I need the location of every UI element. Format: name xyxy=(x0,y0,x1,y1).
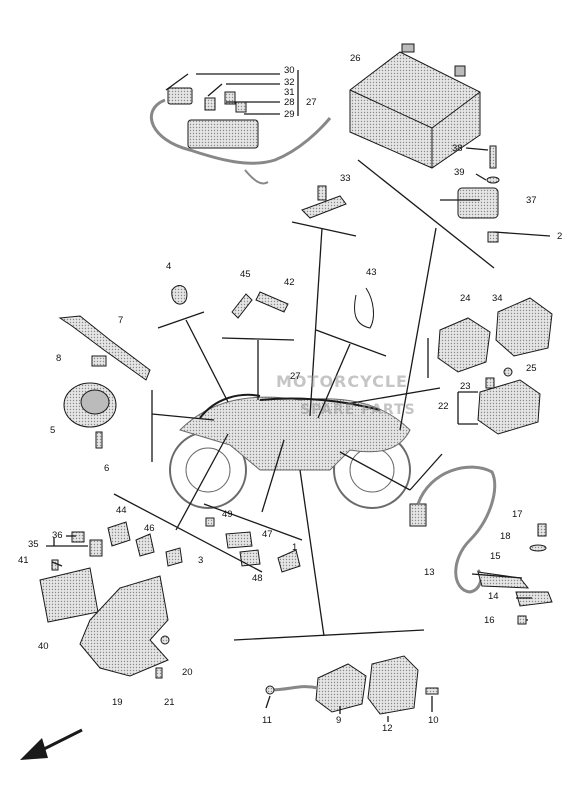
abs-unit-22-part xyxy=(477,367,541,435)
callout-31: 31 xyxy=(284,87,295,98)
callout-6: 6 xyxy=(104,463,110,474)
callout-21: 21 xyxy=(164,697,175,708)
callout-27-mid: 27 xyxy=(290,371,301,382)
callout-40: 40 xyxy=(38,641,49,652)
callout-28: 28 xyxy=(284,97,295,108)
small-parts-row xyxy=(171,285,374,329)
callout-30: 30 xyxy=(284,65,295,76)
callout-42: 42 xyxy=(284,277,295,288)
watermark-line-1: MOTORCYCLE xyxy=(276,372,408,391)
callout-5: 5 xyxy=(50,425,56,436)
callout-25: 25 xyxy=(526,363,537,374)
callout-46: 46 xyxy=(144,523,155,534)
callout-41: 41 xyxy=(18,555,29,566)
horn-part xyxy=(58,315,151,449)
callout-3: 3 xyxy=(198,555,204,566)
watermark-line-2: SPARE PARTS xyxy=(300,402,416,418)
callout-47: 47 xyxy=(262,529,273,540)
ecu-24-34-part xyxy=(437,297,553,373)
callout-44: 44 xyxy=(116,505,127,516)
connectors-row xyxy=(107,517,301,573)
callout-24: 24 xyxy=(460,293,471,304)
callout-35: 35 xyxy=(28,539,39,550)
callout-36: 36 xyxy=(52,530,63,541)
lower-bracket-assembly xyxy=(39,531,170,679)
callout-37: 37 xyxy=(526,195,537,206)
callout-2: 2 xyxy=(557,231,563,242)
callout-32: 32 xyxy=(284,77,295,88)
callout-10: 10 xyxy=(428,715,439,726)
callout-13: 13 xyxy=(424,567,435,578)
callout-16: 16 xyxy=(484,615,495,626)
callout-34: 34 xyxy=(492,293,503,304)
battery-part xyxy=(349,43,481,169)
callout-18: 18 xyxy=(500,531,511,542)
callout-14: 14 xyxy=(488,591,499,602)
callout-8: 8 xyxy=(56,353,62,364)
callout-38: 38 xyxy=(452,143,463,154)
callout-4: 4 xyxy=(166,261,172,272)
callout-27-top: 27 xyxy=(306,97,317,108)
motorcycle-silhouette xyxy=(169,393,411,509)
bottom-parts xyxy=(265,655,439,715)
callout-49: 49 xyxy=(222,509,233,520)
callout-45: 45 xyxy=(240,269,251,280)
callout-7: 7 xyxy=(118,315,124,326)
callout-11: 11 xyxy=(262,715,272,726)
sensor-cable-13-part xyxy=(409,465,553,625)
relay-harness-part xyxy=(149,87,332,185)
callout-1: 1 xyxy=(292,542,298,553)
callout-15: 15 xyxy=(490,551,501,562)
callout-22: 22 xyxy=(438,401,449,412)
callout-17: 17 xyxy=(512,509,523,520)
callout-48: 48 xyxy=(252,573,263,584)
bracket-33-part xyxy=(301,185,347,219)
leader-lines xyxy=(46,70,551,722)
front-direction-arrow-icon xyxy=(20,728,83,760)
callout-19: 19 xyxy=(112,697,123,708)
callout-29: 29 xyxy=(284,109,295,120)
callout-33: 33 xyxy=(340,173,351,184)
callout-26: 26 xyxy=(350,53,361,64)
callout-23: 23 xyxy=(460,381,471,392)
relay-37-part xyxy=(457,145,500,243)
callout-39: 39 xyxy=(454,167,465,178)
callout-12: 12 xyxy=(382,723,393,734)
callout-20: 20 xyxy=(182,667,193,678)
callout-43: 43 xyxy=(366,267,377,278)
callout-9: 9 xyxy=(336,715,342,726)
